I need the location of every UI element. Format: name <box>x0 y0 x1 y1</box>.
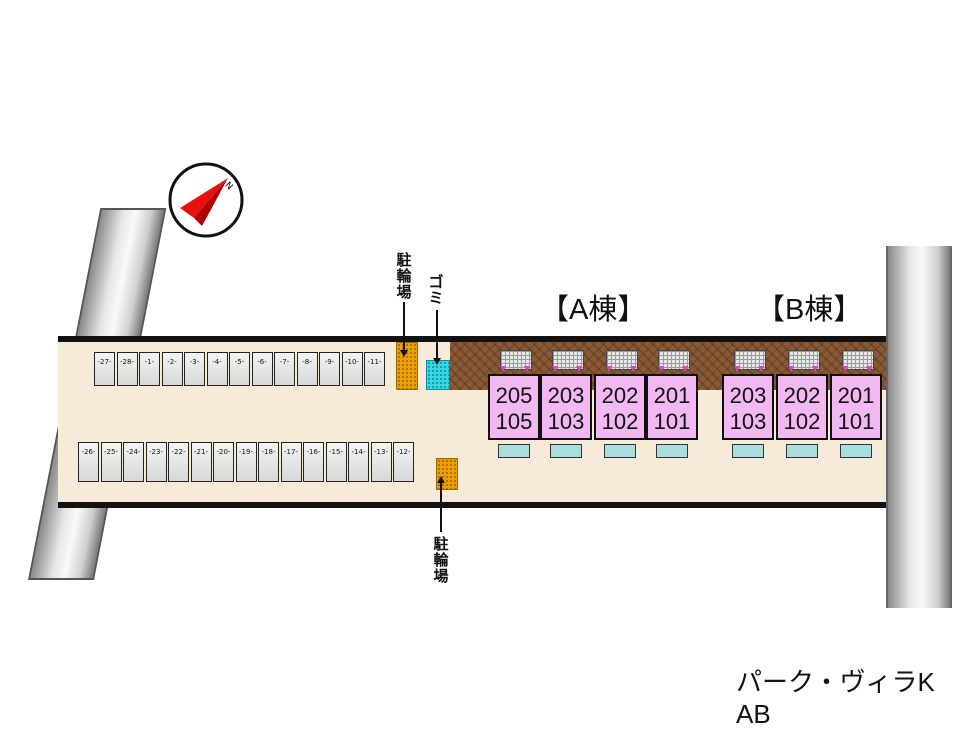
parking-stall: -16- <box>303 442 324 482</box>
parking-stall: -28- <box>116 352 138 386</box>
unit-lower-number: 101 <box>837 409 875 434</box>
parking-stall: -1- <box>139 352 160 386</box>
unit-porch <box>604 444 636 458</box>
unit-upper-number: 202 <box>783 383 821 408</box>
bike-bottom-arrowhead <box>437 476 445 483</box>
unit-upper-number: 201 <box>653 383 691 408</box>
entrance-marker <box>500 366 506 372</box>
parking-stall: -11- <box>364 352 385 386</box>
trash-arrow <box>436 310 438 360</box>
parking-stall: -2- <box>161 352 183 386</box>
unit-porch <box>840 444 872 458</box>
entrance-marker <box>682 366 688 372</box>
bike-bottom-arrow <box>440 482 442 532</box>
parking-stall: -15- <box>325 442 347 482</box>
parking-stall: -17- <box>280 442 302 482</box>
trash-label: ゴ ミ <box>428 273 444 307</box>
unit-upper-number: 203 <box>729 383 767 408</box>
walkway-gap <box>700 390 722 458</box>
balcony <box>788 350 820 370</box>
parking-stall: -8- <box>296 352 318 386</box>
parking-stall: -9- <box>319 352 340 386</box>
entrance-marker <box>524 366 530 372</box>
entrance-marker <box>842 366 848 372</box>
bike-parking-bottom-label: 駐 輪 場 <box>433 535 449 585</box>
unit-porch <box>498 444 530 458</box>
entrance-marker <box>734 366 740 372</box>
unit-upper-number: 202 <box>601 383 639 408</box>
parking-stall: -22- <box>168 442 189 482</box>
parking-stall: -14- <box>348 442 369 482</box>
entrance-marker <box>552 366 558 372</box>
unit-porch <box>656 444 688 458</box>
parking-stall: -19- <box>235 442 257 482</box>
balcony <box>734 350 766 370</box>
trash-arrowhead <box>433 358 441 365</box>
entrance-marker <box>630 366 636 372</box>
parking-stall: -21- <box>190 442 212 482</box>
parking-stall: -23- <box>145 442 167 482</box>
unit-upper-number: 205 <box>495 383 533 408</box>
north-compass-icon: N <box>168 162 244 238</box>
bike-top-arrowhead <box>400 350 408 357</box>
entrance-marker <box>788 366 794 372</box>
unit-porch <box>732 444 764 458</box>
entrance-marker <box>658 366 664 372</box>
entrance-marker <box>866 366 872 372</box>
balcony <box>842 350 874 370</box>
balcony <box>552 350 584 370</box>
parking-row-bottom: -26--25--24--23--22--21--20--19--18--17-… <box>78 442 416 482</box>
parking-stall: -18- <box>258 442 279 482</box>
balcony <box>500 350 532 370</box>
parking-stall: -27- <box>94 352 115 386</box>
parking-stall: -25- <box>100 442 122 482</box>
entrance-marker <box>576 366 582 372</box>
entrance-marker <box>758 366 764 372</box>
wing-b-label: 【B棟】 <box>756 294 863 326</box>
unit-lower-number: 102 <box>601 409 639 434</box>
parking-stall: -4- <box>206 352 228 386</box>
entrance-marker <box>812 366 818 372</box>
parking-stall: -6- <box>251 352 273 386</box>
parking-stall: -3- <box>184 352 205 386</box>
bike-top-arrow <box>403 302 405 352</box>
unit-porch <box>786 444 818 458</box>
parking-row-top: -27--28--1--2--3--4--5--6--7--8--9--10--… <box>94 352 387 386</box>
unit-lower-number: 105 <box>495 409 533 434</box>
right-road <box>886 246 952 608</box>
parking-stall: -7- <box>274 352 295 386</box>
parking-stall: -12- <box>393 442 414 482</box>
parking-stall: -10- <box>341 352 363 386</box>
parking-stall: -24- <box>123 442 144 482</box>
parking-stall: -26- <box>78 442 99 482</box>
bike-parking-top-label: 駐 輪 場 <box>396 251 412 301</box>
compass-north-label: N <box>222 180 234 192</box>
balcony <box>606 350 638 370</box>
wing-a-label: 【A棟】 <box>540 294 647 326</box>
unit-upper-number: 201 <box>837 383 875 408</box>
unit-upper-number: 203 <box>547 383 585 408</box>
entrance-marker <box>606 366 612 372</box>
compass: N <box>166 160 246 240</box>
parking-stall: -13- <box>370 442 392 482</box>
balcony <box>658 350 690 370</box>
unit-porch <box>550 444 582 458</box>
trash-area <box>426 360 450 390</box>
unit-lower-number: 103 <box>729 409 767 434</box>
unit-lower-number: 101 <box>653 409 691 434</box>
unit-lower-number: 102 <box>783 409 821 434</box>
parking-stall: -20- <box>213 442 234 482</box>
unit-lower-number: 103 <box>547 409 585 434</box>
parking-stall: -5- <box>229 352 250 386</box>
